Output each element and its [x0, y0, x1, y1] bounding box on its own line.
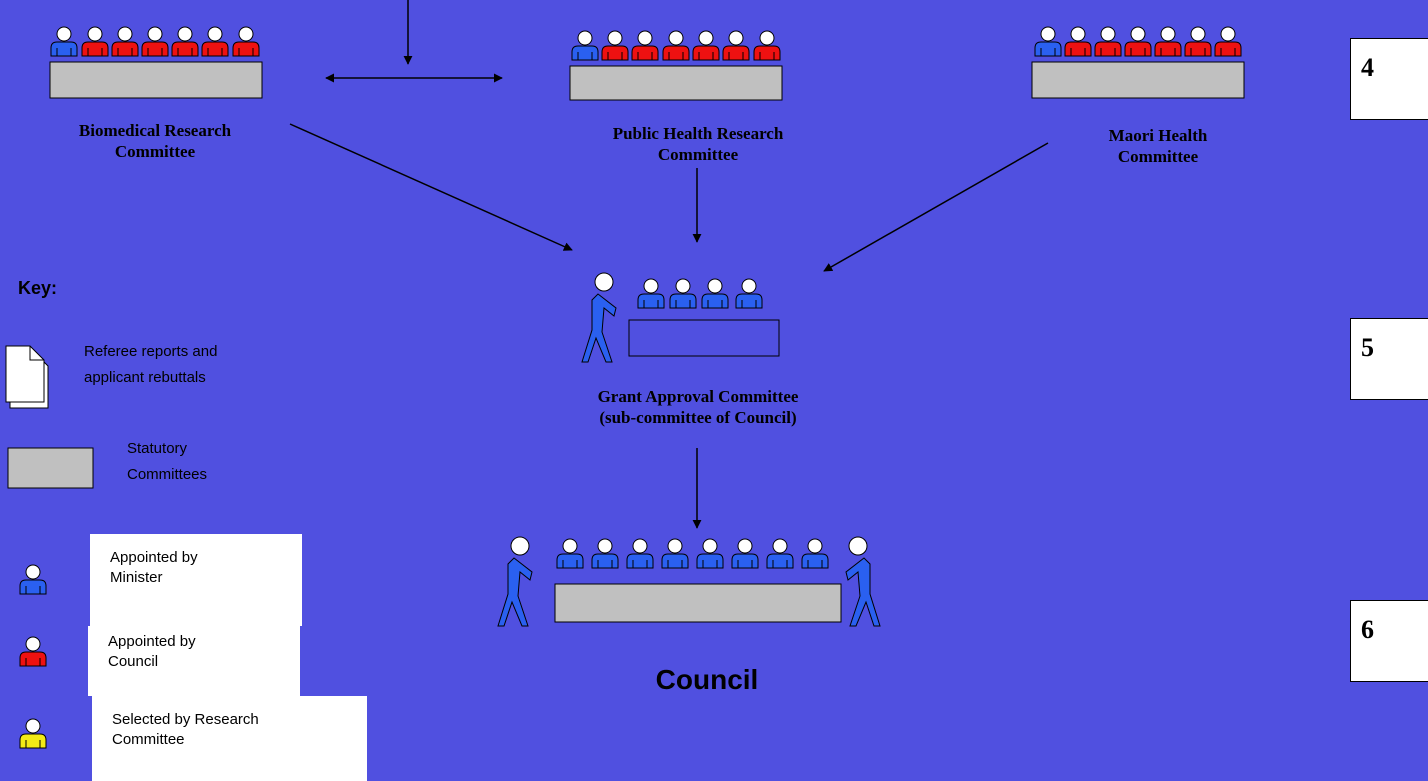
key-council-box: Appointed by Council: [88, 626, 300, 696]
key-heading: Key:: [18, 278, 58, 298]
key-referee-label: Referee reports and applicant rebuttals: [84, 343, 218, 386]
key-statutory-label: Statutory Committees: [127, 440, 208, 483]
statutory-committee-swatch: [7, 447, 94, 489]
minister-person-icon: [19, 564, 47, 595]
council-person-icon: [19, 636, 47, 667]
stage-5-box: 5: [1350, 318, 1428, 400]
council-group: [497, 536, 881, 627]
document-icon: [5, 345, 49, 409]
council-label: Council: [655, 664, 759, 695]
public-health-committee-label: Public Health Research Committee: [612, 124, 784, 164]
grant-approval-label: Grant Approval Committee (sub-committee …: [597, 387, 799, 427]
key-research-box: Selected by Research Committee: [92, 696, 367, 781]
flow-arrows: [289, 0, 1049, 529]
key-minister-box: Appointed by Minister: [90, 534, 302, 626]
biomedical-committee-label: Biomedical Research Committee: [78, 121, 232, 161]
public-health-committee-group: [569, 30, 783, 101]
stage-4-box: 4: [1350, 38, 1428, 120]
research-person-icon: [19, 718, 47, 749]
maori-committee-label: Maori Health Committee: [1108, 126, 1208, 166]
stage-6-box: 6: [1350, 600, 1428, 682]
maori-committee-group: [1031, 26, 1245, 99]
biomedical-committee-group: [49, 26, 263, 99]
grant-approval-group: [581, 272, 780, 363]
